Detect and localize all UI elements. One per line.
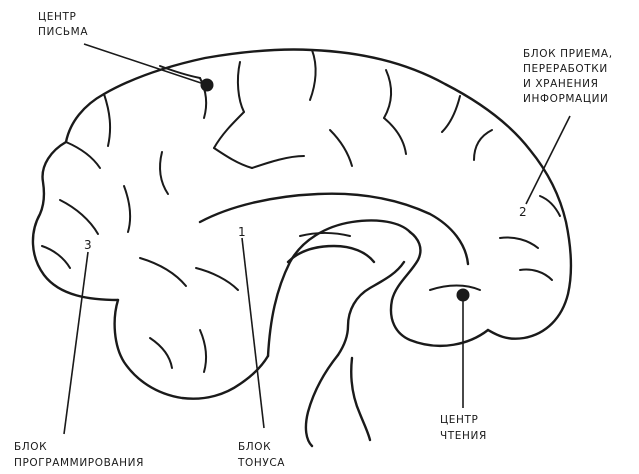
reception-block-label: БЛОК ПРИЕМА, ПЕРЕРАБОТКИ И ХРАНЕНИЯ ИНФО… xyxy=(523,48,613,105)
number-2: 2 xyxy=(519,205,527,219)
number-1: 1 xyxy=(238,225,246,239)
reception-block-leader xyxy=(525,115,571,205)
writing-center-label: ЦЕНТР ПИСЬМА xyxy=(38,11,88,38)
brain-sulci xyxy=(41,49,561,373)
tone-block-label: БЛОК ТОНУСА xyxy=(237,441,285,469)
number-3: 3 xyxy=(84,238,92,252)
svg-text:ТОНУСА: ТОНУСА xyxy=(237,457,285,469)
svg-text:ИНФОРМАЦИИ: ИНФОРМАЦИИ xyxy=(523,93,609,105)
svg-text:ЦЕНТР: ЦЕНТР xyxy=(38,11,76,23)
svg-text:БЛОК ПРИЕМА,: БЛОК ПРИЕМА, xyxy=(523,48,613,60)
svg-text:И ХРАНЕНИЯ: И ХРАНЕНИЯ xyxy=(523,78,598,90)
svg-text:БЛОК: БЛОК xyxy=(238,441,271,453)
svg-text:ЦЕНТР: ЦЕНТР xyxy=(440,414,478,426)
svg-text:БЛОК: БЛОК xyxy=(14,441,47,453)
svg-text:ПРОГРАММИРОВАНИЯ: ПРОГРАММИРОВАНИЯ xyxy=(14,457,144,469)
svg-text:ЧТЕНИЯ: ЧТЕНИЯ xyxy=(440,430,487,442)
svg-text:ПЕРЕРАБОТКИ: ПЕРЕРАБОТКИ xyxy=(523,63,608,75)
reading-center-label: ЦЕНТР ЧТЕНИЯ xyxy=(440,414,487,442)
programming-block-leader xyxy=(63,251,89,435)
brain-outline xyxy=(31,48,573,448)
svg-text:ПИСЬМА: ПИСЬМА xyxy=(38,26,88,38)
programming-block-label: БЛОК ПРОГРАММИРОВАНИЯ xyxy=(14,441,144,469)
writing-center-leader xyxy=(83,43,208,86)
tone-block-leader xyxy=(241,237,265,429)
